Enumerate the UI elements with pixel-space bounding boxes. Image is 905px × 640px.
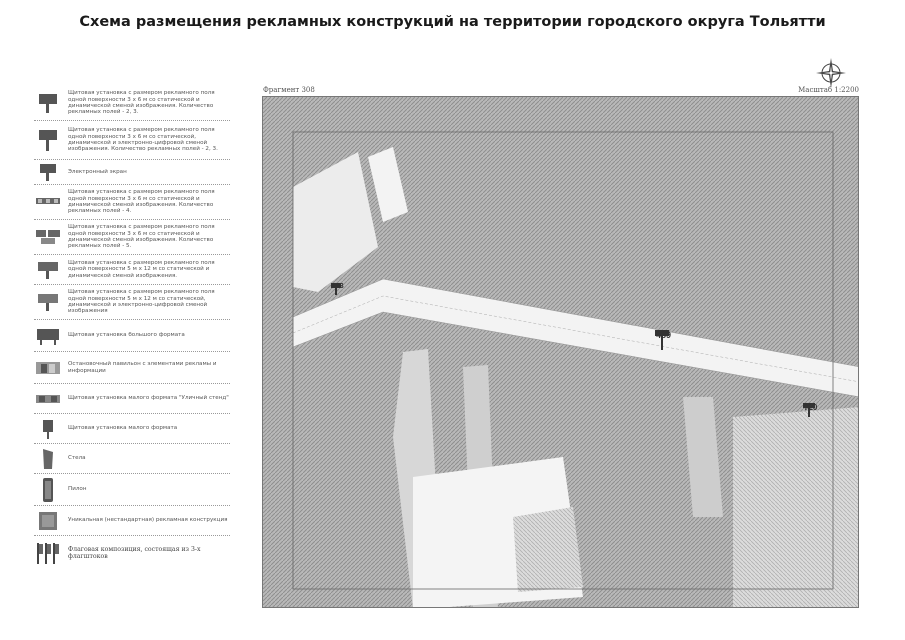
legend-item: Щитовая установка с размером рекламного … <box>34 255 230 285</box>
marker-489[interactable]: 489 <box>655 330 671 350</box>
legend-text: Электронный экран <box>68 168 127 175</box>
stela-icon <box>34 447 62 471</box>
legend-text: Щитовая установка большого формата <box>68 332 185 339</box>
billboard-marker-icon <box>803 403 815 417</box>
electronic-screen-icon <box>34 162 62 182</box>
legend-text: Щитовая установка с размером рекламного … <box>68 260 215 279</box>
legend-item: Уникальная (нестандартная) рекламная кон… <box>34 506 230 536</box>
legend-item: Щитовая установка с размером рекламного … <box>34 121 230 160</box>
marker-713[interactable]: 713 <box>331 283 344 295</box>
legend-text: Щитовая установка с размером рекламного … <box>68 189 215 215</box>
compass-rose-icon <box>816 58 846 88</box>
legend-item: Электронный экран <box>34 160 230 185</box>
legend-item: Щитовая установка большого формата <box>34 320 230 352</box>
board-3x6-five-icon <box>34 228 62 246</box>
legend-text: Щитовая установка малого формата "Уличны… <box>68 395 229 402</box>
legend-text: Уникальная (нестандартная) рекламная кон… <box>68 517 228 524</box>
fragment-label: Фрагмент 308 <box>263 86 315 94</box>
board-3x6-digital-icon <box>34 128 62 152</box>
legend-text: Щитовая установка с размером рекламного … <box>68 224 215 250</box>
pylon-icon <box>34 477 62 503</box>
legend-item: Щитовая установка с размером рекламного … <box>34 86 230 121</box>
building-block <box>368 147 408 222</box>
small-format-board-icon <box>34 418 62 440</box>
legend-text: Щитовая установка малого формата <box>68 425 178 432</box>
building-block <box>293 152 378 292</box>
billboard-marker-icon <box>655 330 669 350</box>
board-3x6-quad-icon <box>34 195 62 209</box>
green-area <box>733 407 858 607</box>
legend-item: Щитовая установка малого формата "Уличны… <box>34 384 230 414</box>
legend-text: Щитовая установка с размером рекламного … <box>68 90 215 116</box>
board-5x12-digital-icon <box>34 292 62 312</box>
legend-item: Стела <box>34 444 230 474</box>
map-canvas <box>263 97 858 607</box>
building-block <box>513 507 583 592</box>
legend-text: Стела <box>68 455 86 462</box>
legend-item: Щитовая установка малого формата <box>34 414 230 444</box>
board-5x12-icon <box>34 260 62 280</box>
legend-text: Пилон <box>68 486 87 493</box>
board-3x6-double-icon <box>34 92 62 114</box>
legend-item: Флаговая композиция, состоящая из 3-х фл… <box>34 536 230 570</box>
map-view[interactable]: 713 489 720 <box>262 96 859 608</box>
legend-item: Остановочный павильон с элементами рекла… <box>34 352 230 384</box>
legend-text: Остановочный павильон с элементами рекла… <box>68 361 217 374</box>
side-road <box>683 397 723 517</box>
scale-label: Масштаб 1:2200 <box>798 86 859 94</box>
legend-item: Пилон <box>34 474 230 506</box>
legend-item: Щитовая установка с размером рекламного … <box>34 285 230 320</box>
page-title: Схема размещения рекламных конструкций н… <box>79 14 826 30</box>
legend-text: Щитовая установка с размером рекламного … <box>68 127 218 153</box>
large-format-board-icon <box>34 326 62 346</box>
legend-item: Щитовая установка с размером рекламного … <box>34 185 230 220</box>
legend: Щитовая установка с размером рекламного … <box>34 86 230 570</box>
legend-text: Щитовая установка с размером рекламного … <box>68 289 215 315</box>
legend-text: Флаговая композиция, состоящая из 3-х фл… <box>68 546 201 560</box>
legend-item: Щитовая установка с размером рекламного … <box>34 220 230 255</box>
flag-composition-icon <box>34 541 62 565</box>
unique-construction-icon <box>34 510 62 532</box>
marker-720[interactable]: 720 <box>803 403 817 417</box>
bus-stop-pavilion-icon <box>34 360 62 376</box>
billboard-marker-icon <box>331 283 341 295</box>
small-street-stand-icon <box>34 393 62 405</box>
